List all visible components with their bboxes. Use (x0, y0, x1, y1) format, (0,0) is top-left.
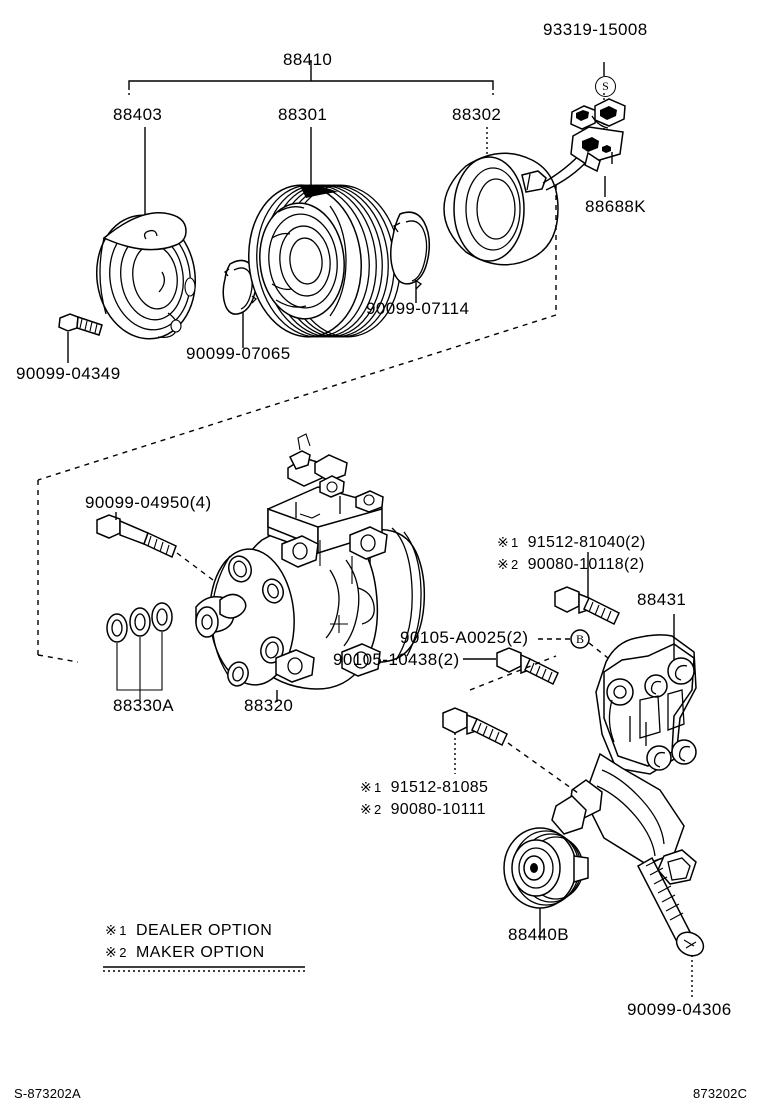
legend-text: DEALER OPTION (135, 922, 273, 939)
part-88431-bracket (469, 614, 697, 885)
legend-text: MAKER OPTION (135, 944, 265, 961)
part-90105-A0025-bolt (463, 647, 559, 686)
label-90099-04306: 90099-04306 (627, 1000, 732, 1019)
stator-marker-letter: S (602, 79, 609, 93)
option-code: 90080-10111 (390, 801, 486, 818)
label-90099-04950: 90099-04950(4) (85, 493, 212, 512)
part-90099-07065-snap-ring (222, 259, 258, 315)
option-code: 90080-10118(2) (527, 556, 645, 573)
option-code: 91512-81085 (390, 779, 489, 796)
label-88403: 88403 (113, 105, 163, 124)
label-88410: 88410 (283, 50, 333, 69)
label-90099-04349: 90099-04349 (16, 364, 121, 383)
label-90105-10438: 90105-10438(2) (333, 650, 460, 669)
footer-code-left: S-873202A (14, 1086, 81, 1101)
label-88440B: 88440B (508, 925, 570, 944)
option-number: 1 (374, 780, 382, 795)
option-number: 2 (374, 802, 382, 817)
option-number: 2 (511, 557, 519, 572)
option-note-row-3: ※1 91512-81085 (360, 779, 488, 797)
option-note-row-1: ※1 91512-81040(2) (497, 534, 646, 552)
label-88688K: 88688K (585, 197, 647, 216)
part-88688K-connector (542, 98, 626, 191)
option-mark-icon: ※ (497, 556, 510, 572)
label-90099-07114: 90099-07114 (366, 299, 470, 318)
option-note-row-2: ※2 90080-10118(2) (497, 556, 644, 574)
legend-row-dealer-option: ※1 DEALER OPTION (105, 922, 272, 940)
option-note-row-4: ※2 90080-10111 (360, 801, 486, 819)
legend-number: 2 (119, 945, 127, 960)
label-88301: 88301 (278, 105, 328, 124)
bracket-marker-letter: B (575, 632, 584, 646)
part-90099-04950-bolt (96, 512, 214, 581)
option-code: 91512-81040(2) (527, 534, 646, 551)
part-90105-10438-bolt (442, 707, 508, 774)
legend-underline (103, 966, 305, 972)
option-mark-icon: ※ (360, 779, 373, 795)
footer-code-right: 873202C (693, 1086, 748, 1101)
label-88330A: 88330A (113, 696, 175, 715)
part-90099-07114-snap-ring (390, 211, 431, 290)
label-90105-A0025: 90105-A0025(2) (400, 628, 529, 647)
option-mark-icon: ※ (360, 801, 373, 817)
label-88302: 88302 (452, 105, 502, 124)
part-88440B-idler-pulley (503, 827, 589, 940)
legend-row-maker-option: ※2 MAKER OPTION (105, 944, 265, 962)
legend-number: 1 (119, 923, 127, 938)
option-mark-icon: ※ (497, 534, 510, 550)
label-90099-07065: 90099-07065 (186, 344, 291, 363)
part-88330A-washers (106, 602, 173, 702)
part-88302-stator-coil (443, 152, 559, 266)
part-90099-04349-bolt (58, 313, 103, 336)
option-number: 1 (511, 535, 519, 550)
section-boundary-dashed (37, 185, 557, 663)
stator-marker-s: S (595, 76, 616, 97)
label-93319-15008: 93319-15008 (543, 20, 648, 39)
bracket-marker-letter-wrap: B (571, 630, 589, 648)
part-90099-04306-bolt (637, 856, 705, 1000)
part-88403-clutch-hub (95, 211, 197, 340)
label-88320: 88320 (244, 696, 294, 715)
legend-mark-icon: ※ (105, 944, 118, 960)
label-88431: 88431 (637, 590, 687, 609)
legend-mark-icon: ※ (105, 922, 118, 938)
